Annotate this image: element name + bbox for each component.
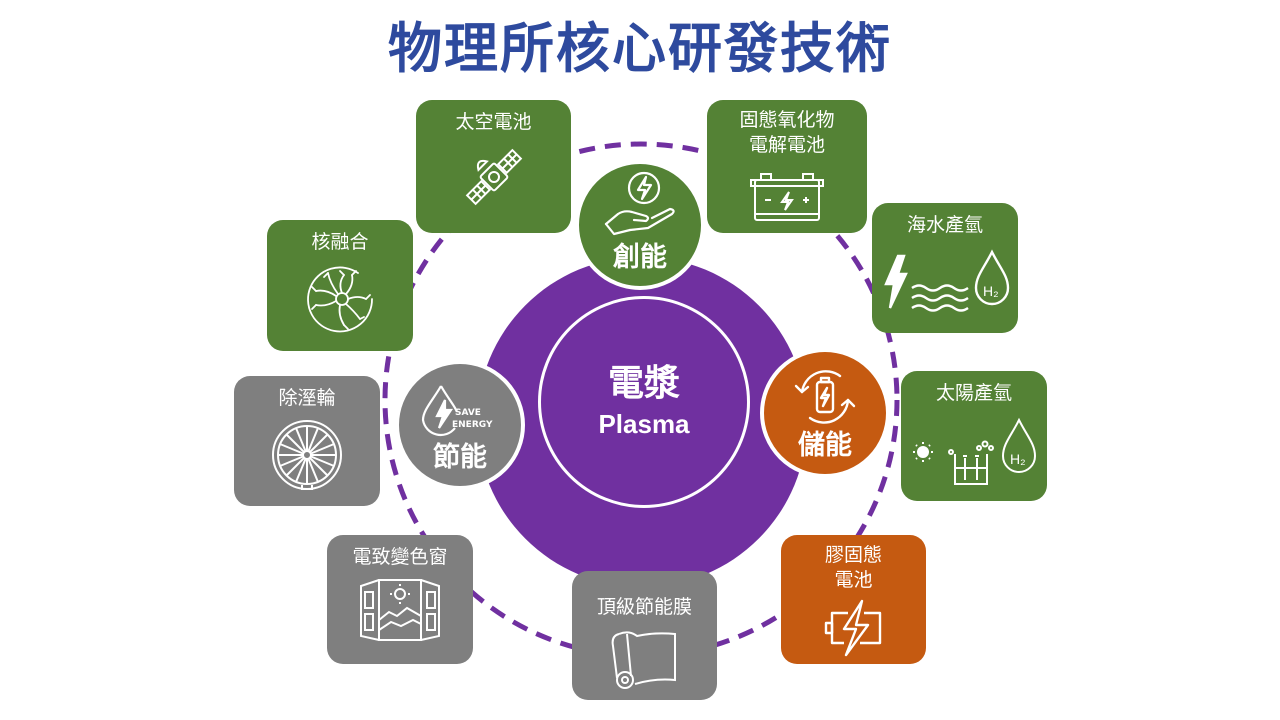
pillar-store: 儲能 [760, 348, 890, 478]
tech-space-battery: 太空電池 [416, 100, 571, 233]
tech-label: 電致變色窗 [352, 546, 448, 568]
battery-cycle-icon [794, 370, 856, 424]
tech-desiccant-wheel: 除溼輪 [234, 376, 380, 506]
tech-label: 海水產氫 [906, 214, 983, 236]
plasma-label-zh: 電漿 [607, 363, 680, 404]
hand-energy-icon [604, 171, 675, 236]
save-text: SAVE [455, 408, 481, 418]
tech-energy-film: 頂級節能膜 [572, 571, 717, 700]
tech-seawater-hydrogen: 海水產氫 H₂ [872, 203, 1018, 333]
fusion-icon [307, 266, 373, 333]
window-icon [360, 579, 440, 641]
energy-text: ENERGY [452, 420, 493, 430]
tech-label: 核融合 [311, 231, 369, 253]
satellite-icon [465, 148, 522, 206]
tech-solar-hydrogen: 太陽產氫 H₂ [901, 371, 1047, 501]
plasma-core: 電漿 Plasma [538, 296, 750, 508]
tech-fusion: 核融合 [267, 220, 413, 351]
tech-label: 太陽產氫 [935, 382, 1012, 404]
tech-electrochromic-window: 電致變色窗 [327, 535, 473, 664]
pillar-store-label: 儲能 [798, 430, 852, 461]
pillar-save: SAVE ENERGY 節能 [395, 360, 525, 490]
tech-label: 膠固態 電池 [824, 544, 882, 591]
plasma-label-en: Plasma [598, 409, 690, 439]
tech-label: 太空電池 [455, 111, 532, 133]
pillar-create-label: 創能 [613, 242, 667, 273]
pillar-create: 創能 [575, 160, 705, 290]
svg-text:H₂: H₂ [1010, 451, 1026, 467]
tech-sofc: 固態氧化物 電解電池 [707, 100, 867, 233]
film-roll-icon [611, 631, 676, 689]
wheel-icon [272, 420, 342, 490]
pillar-save-label: 節能 [433, 442, 487, 473]
sea-hydrogen-icon: H₂ [884, 249, 1010, 312]
tech-label: 頂級節能膜 [596, 596, 692, 618]
save-energy-drop-icon: SAVE ENERGY [415, 382, 505, 442]
battery-charge-icon [824, 599, 881, 657]
tech-gel-solid-battery: 膠固態 電池 [781, 535, 926, 664]
car-battery-icon [750, 173, 824, 221]
tech-label: 除溼輪 [278, 387, 336, 409]
page-title: 物理所核心研發技術 [388, 17, 892, 80]
svg-text:H₂: H₂ [983, 283, 999, 299]
solar-hydrogen-icon: H₂ [913, 417, 1037, 485]
tech-label: 固態氧化物 電解電池 [739, 109, 835, 156]
